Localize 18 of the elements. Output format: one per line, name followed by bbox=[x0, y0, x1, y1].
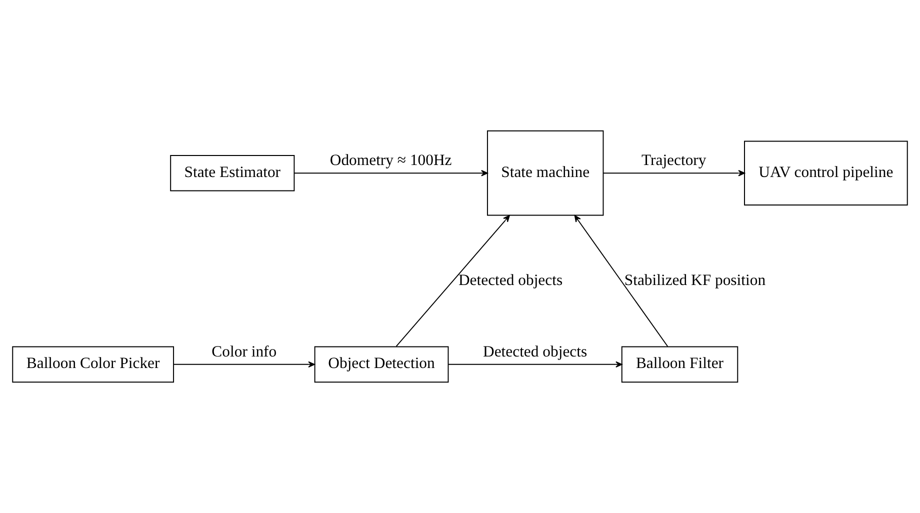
arrow bbox=[448, 361, 622, 368]
arrow bbox=[603, 170, 745, 176]
node-box: Balloon Color Picker bbox=[12, 346, 174, 383]
arrow bbox=[173, 361, 315, 368]
edge-label: Color info bbox=[212, 343, 277, 360]
node-box: State machine bbox=[486, 130, 604, 216]
edge-label: Stabilized KF position bbox=[624, 272, 766, 289]
node-box: State Estimator bbox=[170, 154, 295, 192]
arrow bbox=[294, 170, 488, 176]
arrow bbox=[574, 215, 668, 347]
node-box: Balloon Filter bbox=[621, 346, 738, 383]
arrow bbox=[396, 215, 510, 347]
node-box: Object Detection bbox=[314, 346, 449, 383]
edge-label: Detected objects bbox=[458, 272, 563, 289]
edge-label: Odometry ≈ 100Hz bbox=[330, 152, 452, 170]
node-box: UAV control pipeline bbox=[744, 140, 908, 206]
edge-label: Trajectory bbox=[641, 152, 706, 170]
edge-label: Detected objects bbox=[482, 343, 588, 360]
